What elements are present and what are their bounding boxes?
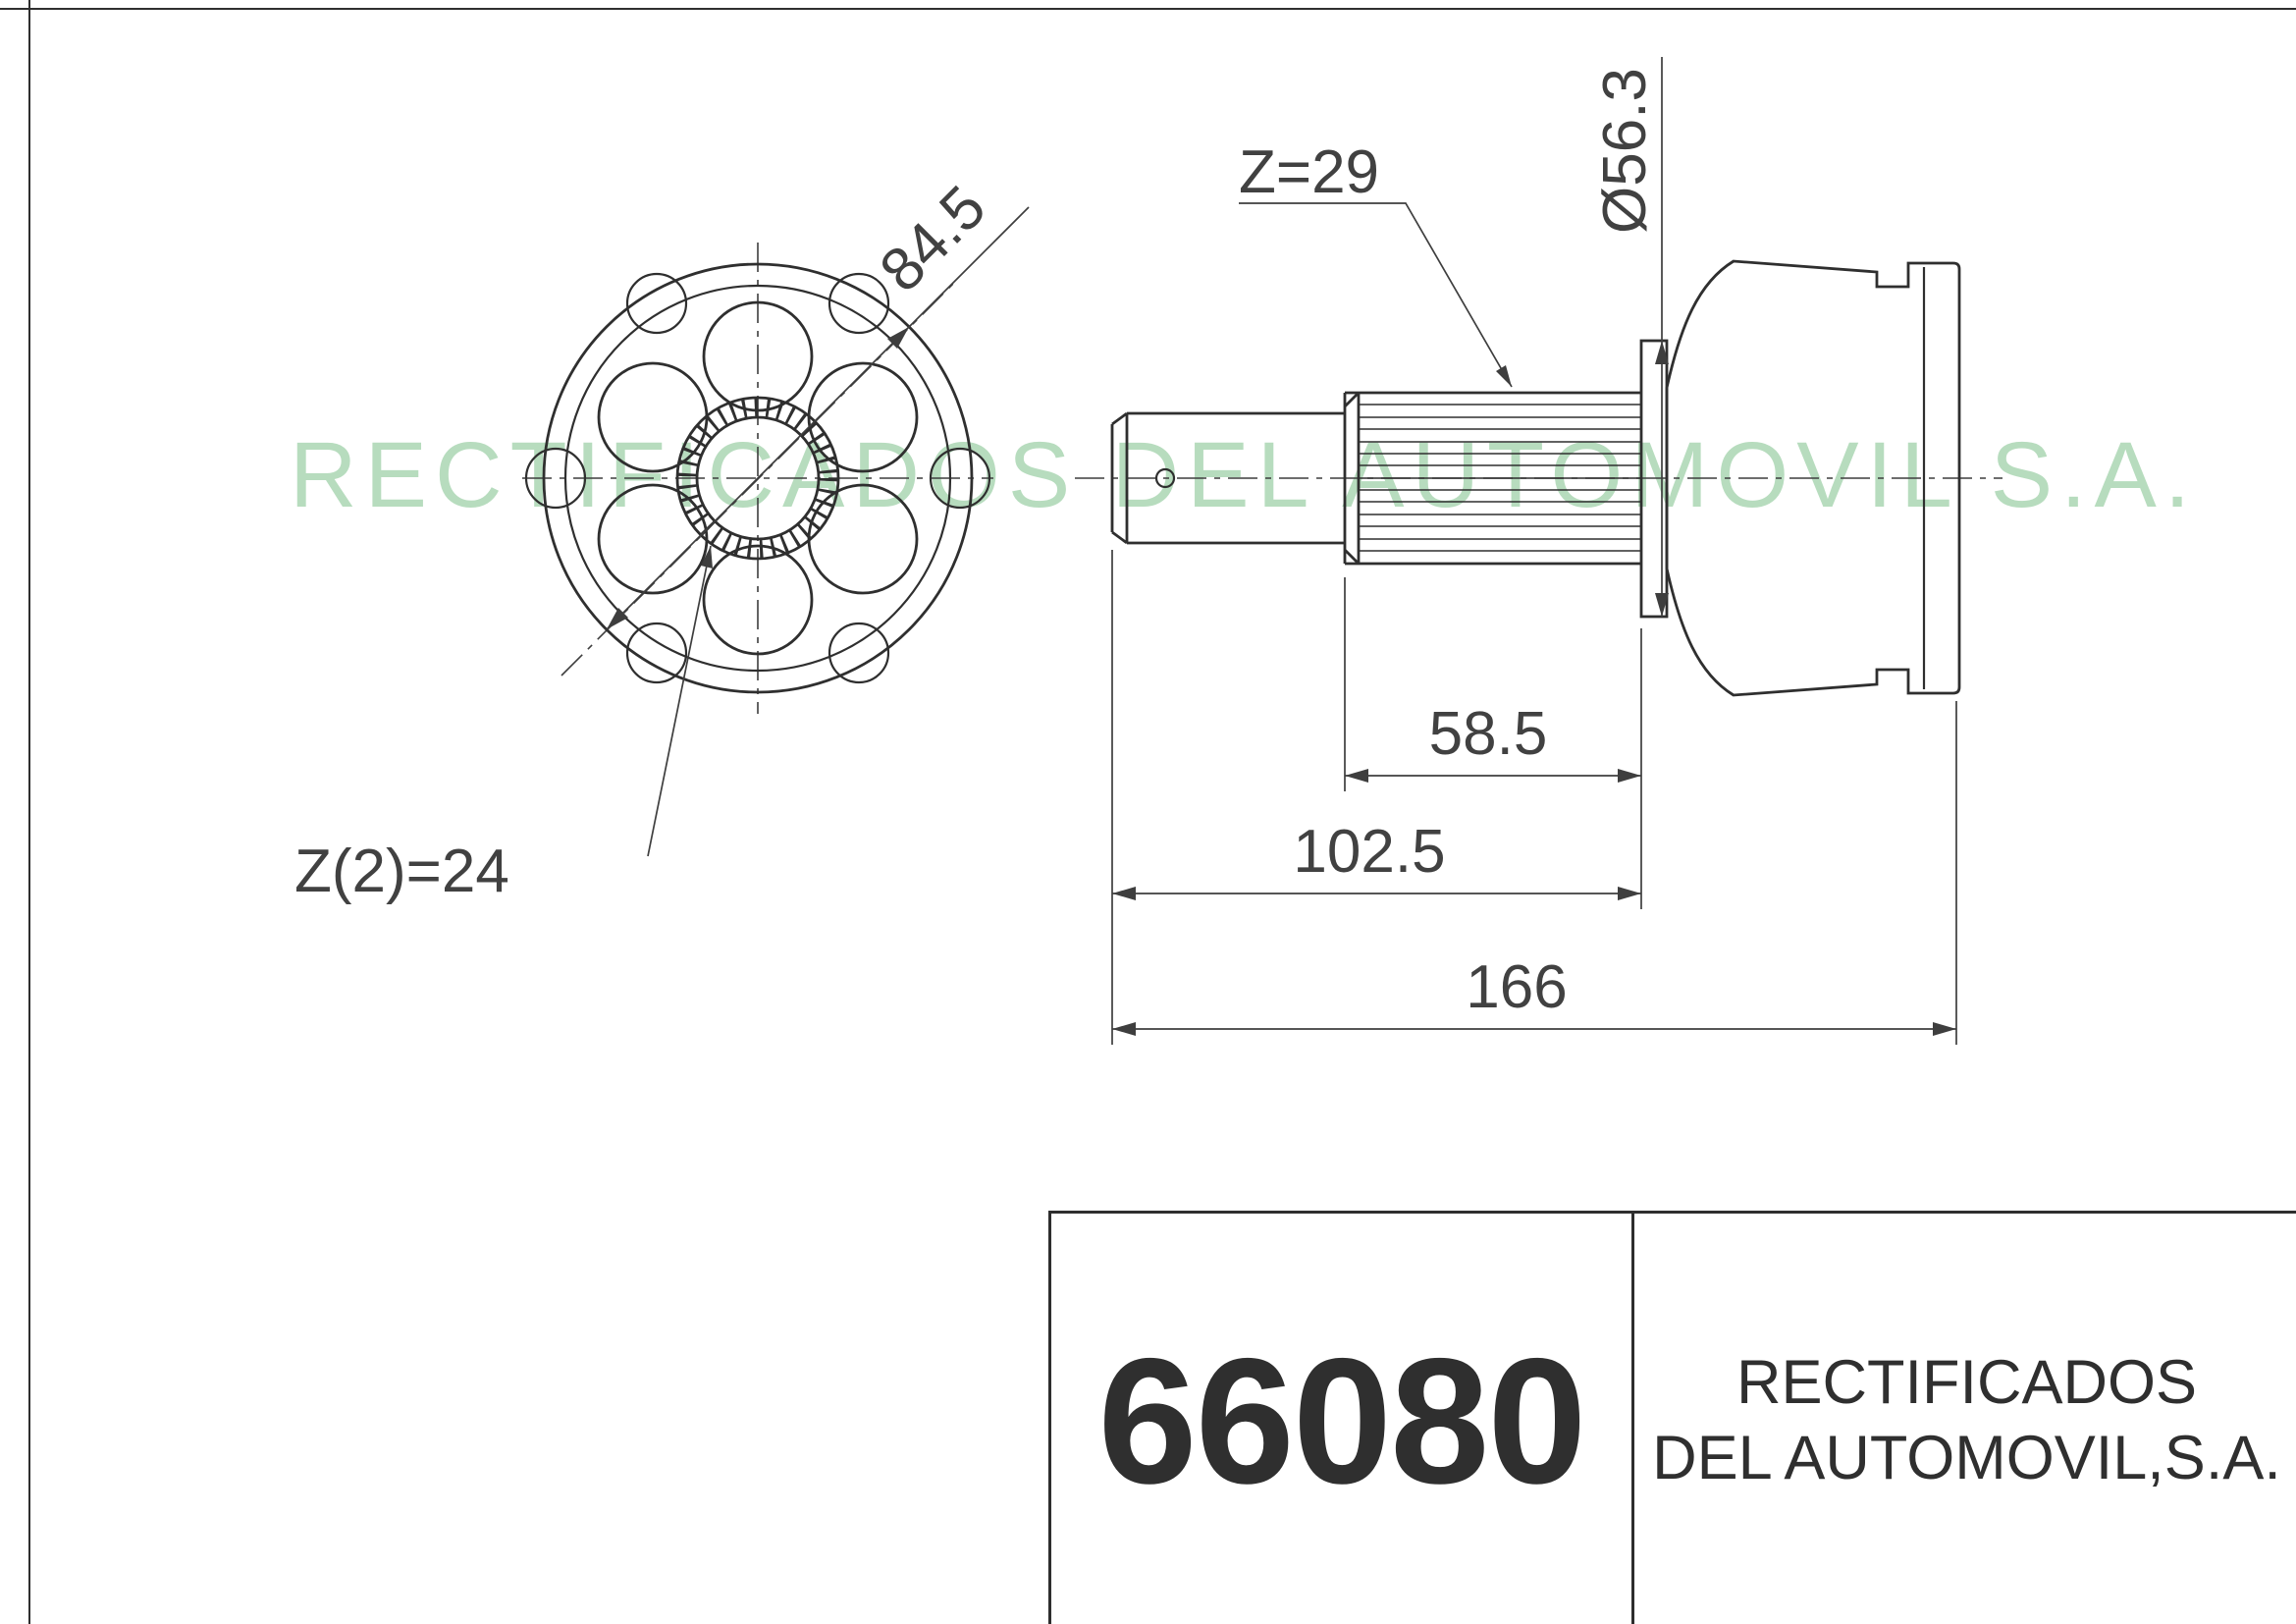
label-inner-spline: Z(2)=24 [294,545,713,905]
spline-teeth-lines [1359,404,1641,552]
label-inner-spline-text: Z(2)=24 [294,838,509,905]
dim-shaft-length: 102.5 [1112,818,1641,900]
company-name-line2: DEL AUTOMOVIL,S.A. [1652,1423,2281,1492]
dim-arrow [1655,593,1669,617]
hub-inner-circle [695,415,821,541]
dim-spline-length: 58.5 [1345,700,1641,783]
label-spline-teeth-text: Z=29 [1239,138,1379,206]
dim-arrow [1933,1022,1956,1036]
part-number: 66080 [1097,1320,1586,1521]
dim-outer-diameter-text: 84.5 [867,173,998,304]
rim-bump [828,272,890,335]
shaft-hole [1154,467,1176,489]
front-view: 84.5 Z(2)=24 [294,173,1030,905]
hub-spline-teeth [677,398,838,559]
dim-total-length-text: 166 [1466,953,1567,1021]
rim-bump [625,272,688,335]
part-number-cell: 66080 [1051,1214,1634,1624]
dim-arrow [1618,769,1641,783]
rim-bump [524,447,587,510]
dim-outer-diameter: 84.5 [606,173,1030,630]
label-spline-teeth: Z=29 [1239,138,1513,388]
ball [597,361,709,473]
sheet-border-top [0,8,2296,10]
title-block: 66080 RECTIFICADOS DEL AUTOMOVIL,S.A. [1048,1211,2296,1624]
leader-arrow [701,546,713,568]
bell-outline [1665,259,1961,697]
dim-arrow [887,327,909,349]
dim-spline-length-text: 58.5 [1429,700,1548,768]
inner-hub [675,396,840,561]
dim-arrow [1112,887,1136,900]
side-view: Z=29 Ø56.3 58.5 [1075,57,2002,1045]
dim-arrow [1112,1022,1136,1036]
spline-teeth-leader [1239,202,1513,388]
dim-arrow [1345,769,1368,783]
rim-track-bumps [524,272,991,684]
rim-bump [828,622,890,684]
dim-ring-diameter-text: Ø56.3 [1591,68,1659,234]
spline-section [1343,391,1641,566]
rim-bump [625,622,688,684]
sheet-border-left [28,0,30,1624]
outer-race-circle [542,262,974,694]
shaft-path [1110,411,1345,545]
ball [807,361,919,473]
ball [597,483,709,595]
spline-outline [1343,391,1641,566]
ball [807,483,919,595]
dim-arrow [1618,887,1641,900]
ball [702,544,814,656]
shaft-outline [1110,411,1345,545]
company-name-line1: RECTIFICADOS [1735,1347,2198,1417]
company-name-cell: RECTIFICADOS DEL AUTOMOVIL,S.A. [1634,1214,2296,1624]
dim-total-length: 166 [1112,953,1956,1036]
inner-spline-leader [647,545,712,857]
dim-arrow [607,608,628,629]
dim-ring-diameter: Ø56.3 [1591,57,1669,617]
dim-shaft-length-text: 102.5 [1293,818,1445,886]
bell-housing [1665,259,1961,697]
outer-race-inner-circle [563,284,952,673]
dim-outer-diameter-line [606,206,1030,630]
leader-arrow [1496,365,1512,387]
dim-arrow [1655,341,1669,364]
rim-bump [929,447,991,510]
